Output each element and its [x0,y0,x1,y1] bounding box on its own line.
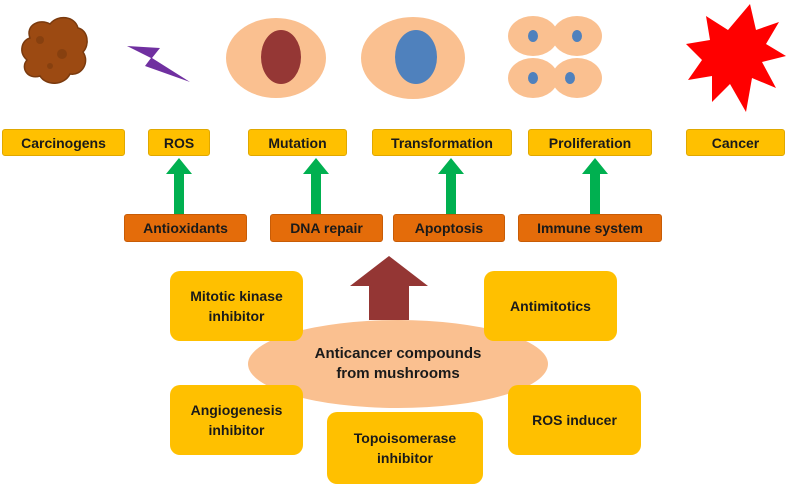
stage-mutation: Mutation [248,129,347,156]
defense-label: Antioxidants [143,220,228,236]
center-label-text: Anticancer compounds from mushrooms [314,345,482,382]
dividing-cells-icon [508,16,602,98]
compound-label: Mitotic kinase inhibitor [190,288,283,324]
stage-label: ROS [163,134,195,151]
defense-apoptosis: Apoptosis [393,214,505,242]
stage-carcinogens: Carcinogens [2,129,125,156]
green-arrow [166,158,192,214]
compound-angiogenesis-inhibitor: Angiogenesis inhibitor [170,385,303,455]
defense-dna-repair: DNA repair [270,214,383,242]
transformed-cell-icon [361,17,465,99]
lightning-bolt-icon [127,46,190,82]
stage-label: Transformation [391,134,493,151]
compound-mitotic-kinase-inhibitor: Mitotic kinase inhibitor [170,271,303,341]
stage-ros: ROS [148,129,210,156]
compound-label: Antimitotics [510,298,591,314]
stage-proliferation: Proliferation [528,129,652,156]
defense-antioxidants: Antioxidants [124,214,247,242]
defense-label: Immune system [537,220,643,236]
mutated-cell-icon [226,18,326,98]
compound-label: Topoisomerase inhibitor [353,430,457,466]
green-arrow [438,158,464,214]
stage-label: Proliferation [548,134,632,151]
green-arrow [582,158,608,214]
defense-label: Apoptosis [414,220,484,236]
green-arrow [303,158,329,214]
compound-ros-inducer: ROS inducer [508,385,641,455]
stage-cancer: Cancer [686,129,785,156]
cancer-starburst-icon [686,4,786,112]
stage-transformation: Transformation [372,129,512,156]
compound-antimitotics: Antimitotics [484,271,617,341]
center-ellipse [248,320,548,408]
compound-label: Angiogenesis inhibitor [190,402,283,438]
compound-label: ROS inducer [532,412,617,428]
defense-immune-system: Immune system [518,214,662,242]
stage-label: Cancer [711,134,760,151]
red-arrow [350,256,428,320]
stage-label: Mutation [268,134,327,151]
compound-topoisomerase-inhibitor: Topoisomerase inhibitor [327,412,483,484]
carcinogen-blob-icon [21,16,88,84]
defense-label: DNA repair [290,220,363,236]
center-label: Anticancer compounds from mushrooms [248,341,548,387]
stage-label: Carcinogens [21,134,106,151]
